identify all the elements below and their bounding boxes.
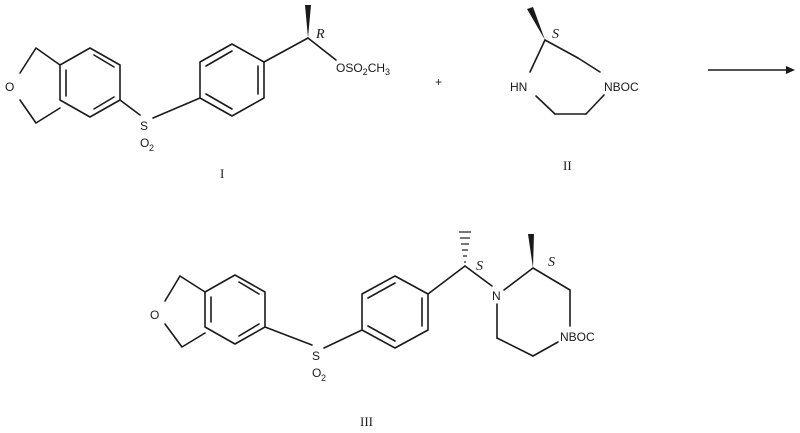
ring-oxygen-label: O xyxy=(5,80,14,94)
furan-ring xyxy=(19,47,61,124)
benzylic-nitrogen-bond xyxy=(464,265,493,287)
wedge-methyl xyxy=(305,5,311,38)
sulfur-label: S xyxy=(312,349,320,363)
benzo-ring xyxy=(204,274,266,345)
sulfonyl-oxygen-label: O xyxy=(140,136,149,150)
aryl-sulfur-bond xyxy=(264,326,313,346)
sulfur-label: S xyxy=(140,119,148,133)
compound-i: O S O 2 R OSO2CH3 I xyxy=(5,5,390,181)
phenylene-ring xyxy=(199,43,265,117)
furan-ring xyxy=(164,275,206,348)
aryl-carbinol-bond xyxy=(263,37,309,63)
stereo-descriptor-benzylic: S xyxy=(476,259,483,274)
amine-label: HN xyxy=(510,80,527,94)
sulfur-aryl-bond xyxy=(323,329,363,349)
benzo-ring xyxy=(59,47,121,118)
wedge-methyl xyxy=(527,7,545,40)
compound-label-i: I xyxy=(220,166,224,181)
compound-label-ii: II xyxy=(563,158,572,173)
aryl-sulfur-bond xyxy=(119,99,141,116)
compound-label-iii: III xyxy=(360,414,373,429)
sulfur-aryl-bond xyxy=(152,97,201,119)
piperazine-ring xyxy=(496,267,571,357)
sulfonyl-oxygen-label: O xyxy=(312,366,321,380)
compound-ii: S HN NBOC II xyxy=(510,7,639,173)
piperazine-ring xyxy=(529,39,605,115)
plus-sign: + xyxy=(435,75,442,89)
phenylene-ring xyxy=(361,275,429,349)
boc-nitrogen-label: NBOC xyxy=(604,80,639,94)
sulfonyl-oxygen-count: 2 xyxy=(149,143,154,153)
ring-nitrogen-label: N xyxy=(492,289,501,303)
stereo-descriptor-ring: S xyxy=(548,255,555,270)
wedge-methyl xyxy=(528,234,534,268)
stereo-descriptor-s: S xyxy=(552,27,559,42)
carbinol-oxygen-bond xyxy=(307,37,337,61)
boc-nitrogen-label: NBOC xyxy=(560,330,595,344)
reaction-arrow xyxy=(708,66,795,74)
sulfonyl-oxygen-count: 2 xyxy=(321,373,326,383)
aryl-benzylic-bond xyxy=(427,265,466,295)
hashed-methyl xyxy=(459,231,471,263)
compound-iii: O S O 2 S N xyxy=(150,231,595,429)
mesylate-label: OSO2CH3 xyxy=(336,61,390,77)
stereo-descriptor-r: R xyxy=(315,27,325,42)
ring-oxygen-label: O xyxy=(150,308,159,322)
